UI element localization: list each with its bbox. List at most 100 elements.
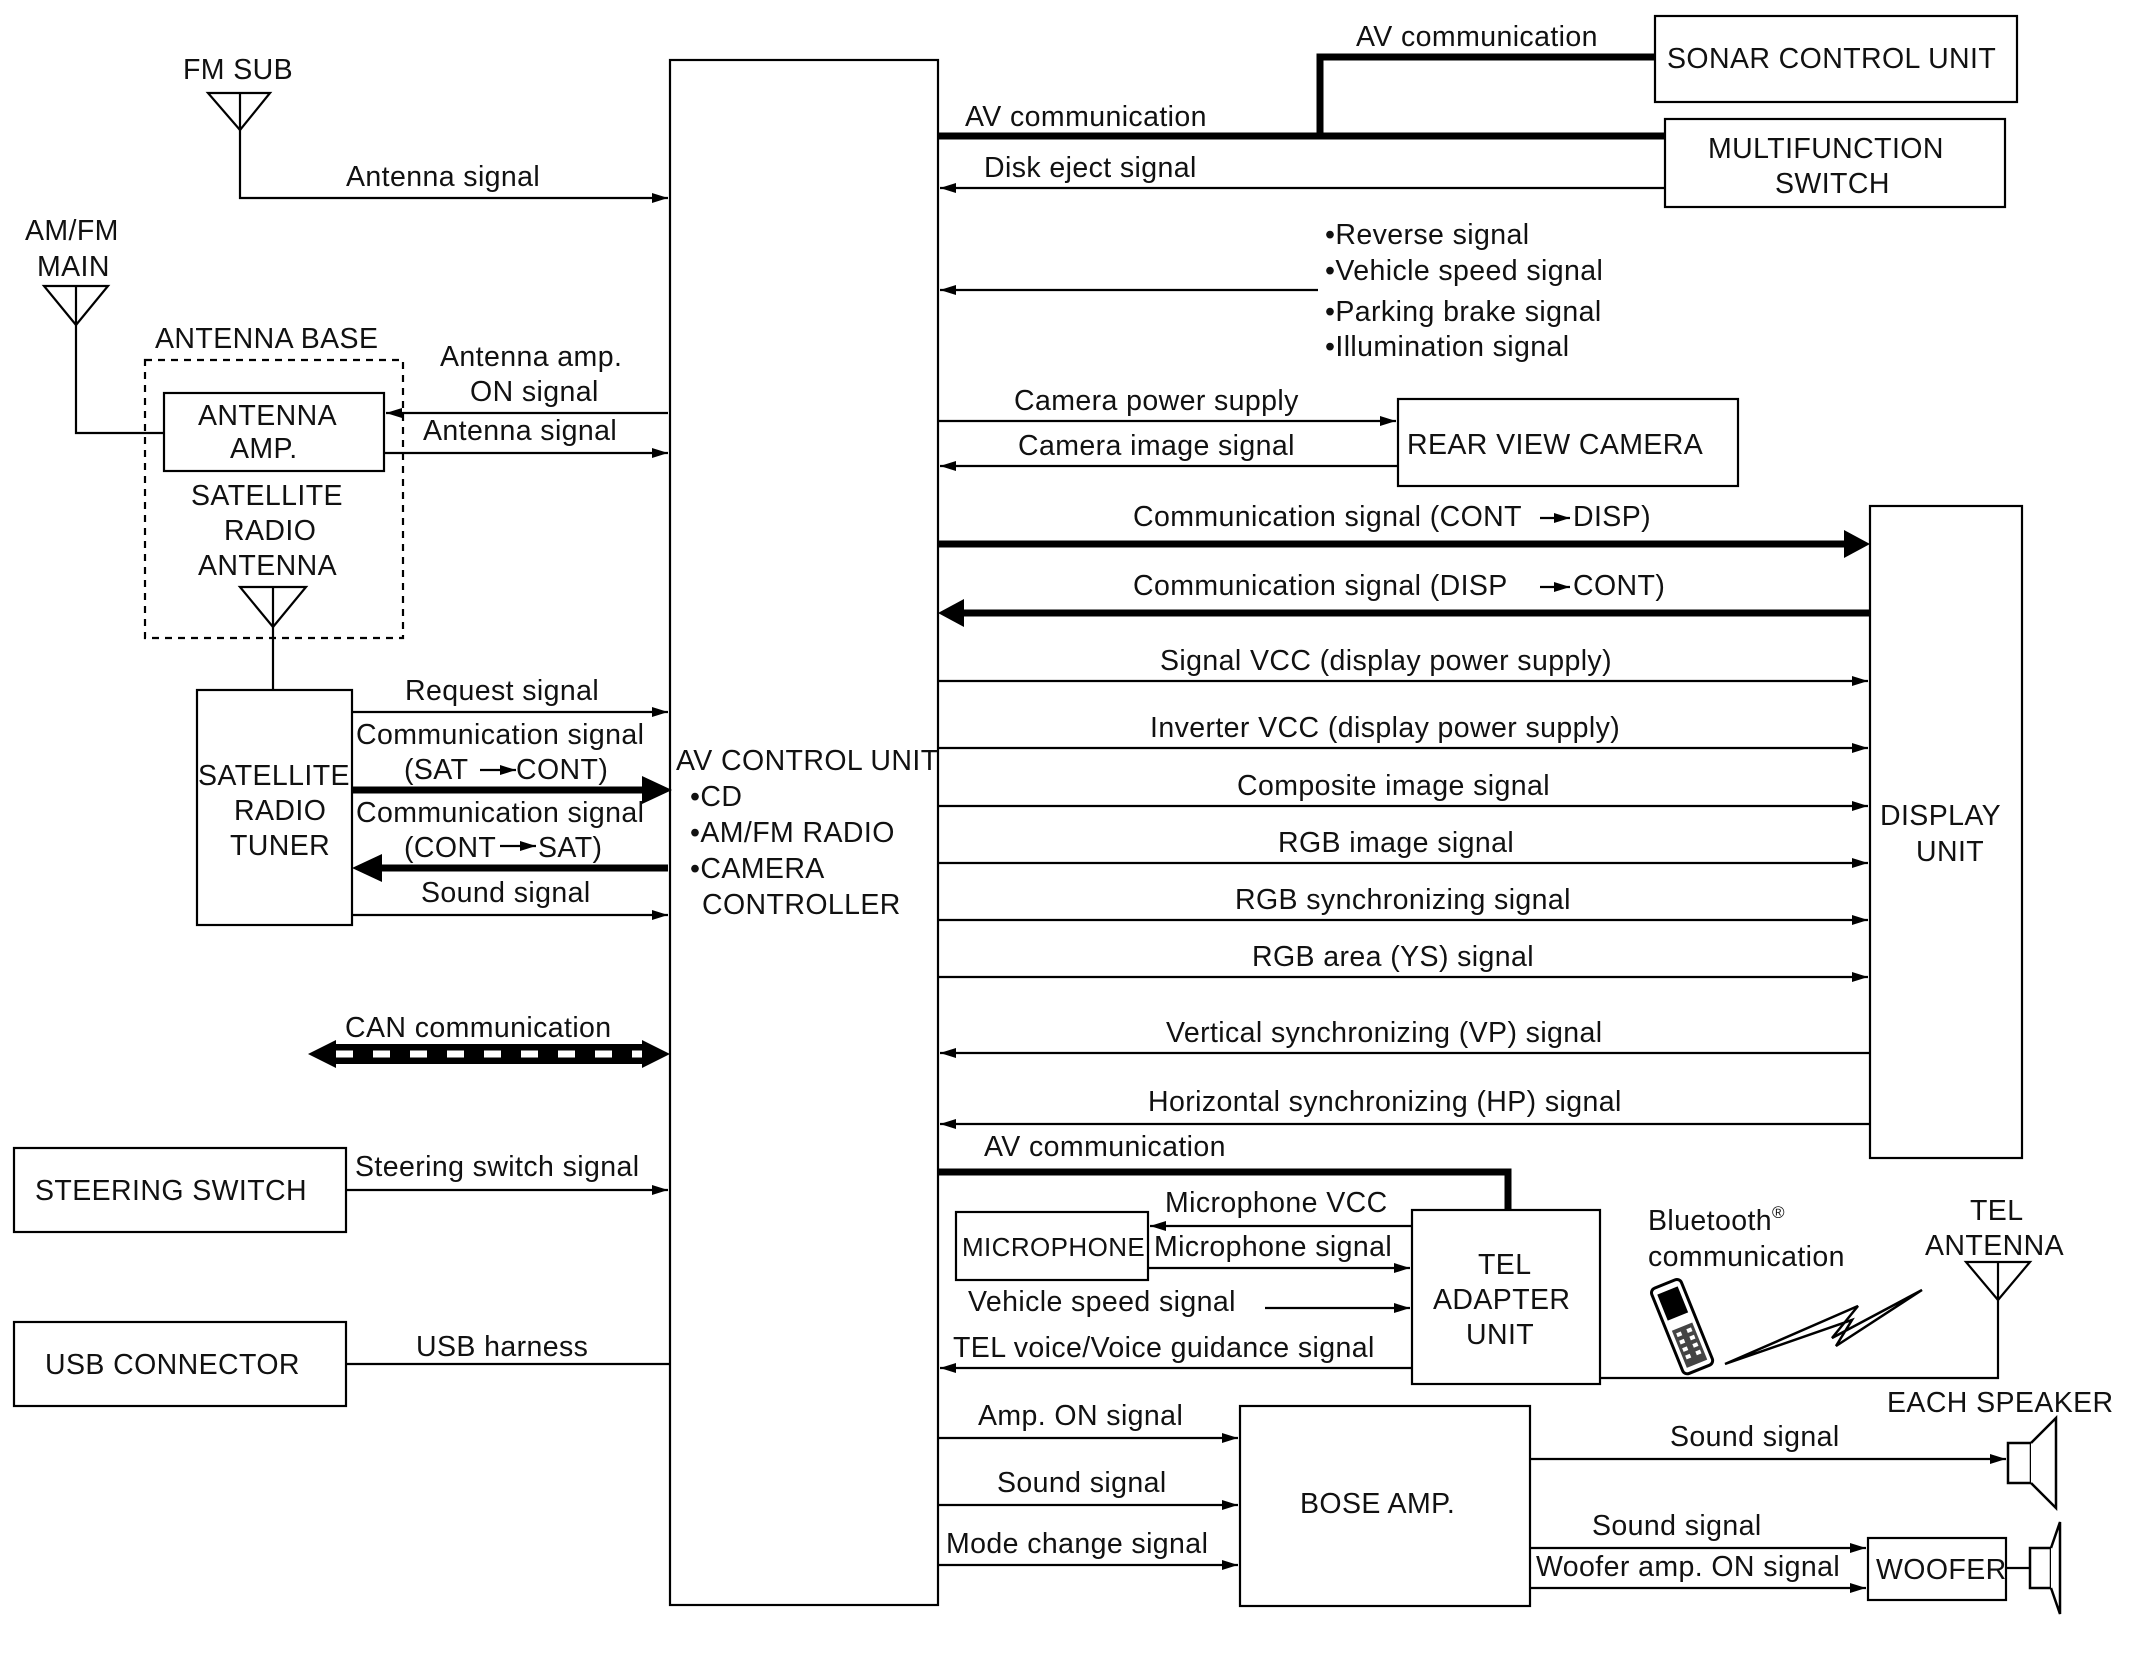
- sat-tuner-label-3: TUNER: [230, 830, 330, 862]
- request-signal-label: Request signal: [405, 675, 599, 707]
- antenna-signal-fm-label: Antenna signal: [346, 161, 540, 193]
- tel-adapter-label-2: ADAPTER: [1433, 1284, 1570, 1316]
- camera-power-label: Camera power supply: [1014, 385, 1299, 417]
- comm-sat-cont-label-2: (SAT: [404, 754, 468, 786]
- sat-tuner-label-1: SATELLITE: [198, 760, 350, 792]
- am-fm-main-label-2: MAIN: [37, 251, 110, 283]
- woofer-label: WOOFER: [1876, 1554, 2007, 1586]
- can-label: CAN communication: [345, 1012, 612, 1044]
- multifunction-switch-label-1: MULTIFUNCTION: [1708, 133, 1944, 165]
- antenna-amp-label-1: ANTENNA: [198, 400, 337, 432]
- sat-radio-antenna-label-3: ANTENNA: [198, 550, 337, 582]
- signal-vcc-label: Signal VCC (display power supply): [1160, 645, 1612, 677]
- mode-change-label: Mode change signal: [946, 1528, 1208, 1560]
- sound-bose-label: Sound signal: [997, 1467, 1167, 1499]
- sat-cont-arrowhead: [642, 776, 672, 804]
- av-control-unit-box: [668, 58, 940, 1607]
- disp-cont-arrowhead: [938, 599, 964, 627]
- steering-switch-label: STEERING SWITCH: [35, 1175, 307, 1207]
- amp-on-label: Amp. ON signal: [978, 1400, 1183, 1432]
- usb-connector-box: [12, 1320, 348, 1408]
- comm-cont-disp-label: Communication signal (CONT: [1133, 501, 1522, 533]
- speaker-icon: [2006, 1414, 2058, 1512]
- sound-woofer-label: Sound signal: [1592, 1510, 1762, 1542]
- satellite-radio-tuner-box: [195, 688, 354, 927]
- mic-signal-label: Microphone signal: [1154, 1231, 1392, 1263]
- fm-sub-antenna-icon: [205, 91, 273, 132]
- sat-radio-antenna-label-2: RADIO: [224, 515, 316, 547]
- bose-amp-label: BOSE AMP.: [1300, 1488, 1455, 1520]
- cont-sat-arrowhead: [352, 854, 382, 882]
- bose-amp-box: [1238, 1404, 1532, 1608]
- display-unit-label-2: UNIT: [1916, 836, 1984, 868]
- tel-adapter-label-1: TEL: [1478, 1249, 1531, 1281]
- tel-voice-label: TEL voice/Voice guidance signal: [953, 1332, 1375, 1364]
- antenna-amp-label-2: AMP.: [230, 433, 298, 465]
- tel-antenna-label-1: TEL: [1970, 1195, 2023, 1227]
- composite-image-label: Composite image signal: [1237, 770, 1550, 802]
- comm-cont-sat-label-3: SAT): [538, 832, 602, 864]
- microphone-label: MICROPHONE: [962, 1232, 1145, 1262]
- comm-disp-cont-label: Communication signal (DISP: [1133, 570, 1508, 602]
- vertical-sync-label: Vertical synchronizing (VP) signal: [1166, 1017, 1603, 1049]
- antenna-base-label: ANTENNA BASE: [155, 323, 378, 355]
- av-control-unit-item-camera: •CAMERA: [690, 853, 825, 885]
- cont-disp-arrowhead: [1844, 530, 1870, 558]
- tel-adapter-label-3: UNIT: [1466, 1319, 1534, 1351]
- sonar-control-unit-box: [1653, 14, 2019, 104]
- av-control-unit-title: AV CONTROL UNIT: [676, 745, 939, 777]
- av-control-unit-item-radio: •AM/FM RADIO: [690, 817, 895, 849]
- am-fm-main-antenna-icon: [41, 284, 111, 327]
- display-unit-box: [1868, 504, 2024, 1160]
- usb-connector-label: USB CONNECTOR: [45, 1349, 300, 1381]
- av-control-unit-item-controller: CONTROLLER: [702, 889, 901, 921]
- sat-radio-antenna-label-1: SATELLITE: [191, 480, 343, 512]
- am-fm-main-label-1: AM/FM: [25, 215, 119, 247]
- multifunction-switch-label-2: SWITCH: [1775, 168, 1890, 200]
- steering-signal-label: Steering switch signal: [355, 1151, 639, 1183]
- rgb-area-label: RGB area (YS) signal: [1252, 941, 1534, 973]
- bluetooth-label: Bluetooth®: [1648, 1203, 1785, 1237]
- satellite-radio-antenna-icon: [237, 585, 309, 629]
- tel-antenna-label-2: ANTENNA: [1925, 1230, 2064, 1262]
- sat-tuner-label-2: RADIO: [234, 795, 326, 827]
- comm-cont-disp-suffix: DISP): [1573, 501, 1651, 533]
- inverter-vcc-label: Inverter VCC (display power supply): [1150, 712, 1620, 744]
- vehicle-speed-signal-label: •Vehicle speed signal: [1325, 255, 1603, 287]
- rear-view-camera-box: [1396, 397, 1740, 488]
- av-comm-top-label: AV communication: [1356, 21, 1598, 53]
- comm-cont-sat-label-2: (CONT: [404, 832, 496, 864]
- sound-speaker-label: Sound signal: [1670, 1421, 1840, 1453]
- mobile-phone-icon: [1650, 1278, 1715, 1376]
- reverse-signal-label: •Reverse signal: [1325, 219, 1529, 251]
- av-comm-label: AV communication: [965, 101, 1207, 133]
- antenna-signal-amp-label: Antenna signal: [423, 415, 617, 447]
- bluetooth-communication-label: communication: [1648, 1241, 1845, 1273]
- camera-image-label: Camera image signal: [1018, 430, 1295, 462]
- woofer-speaker-icon: [2028, 1521, 2062, 1615]
- each-speaker-label: EACH SPEAKER: [1887, 1387, 2114, 1419]
- illumination-signal-label: •Illumination signal: [1325, 331, 1570, 363]
- tel-adapter-unit-box: [1410, 1208, 1602, 1386]
- comm-sat-cont-label-3: CONT): [516, 754, 608, 786]
- rgb-sync-label: RGB synchronizing signal: [1235, 884, 1571, 916]
- horizontal-sync-label: Horizontal synchronizing (HP) signal: [1148, 1086, 1622, 1118]
- steering-switch-box: [12, 1146, 348, 1234]
- rgb-image-label: RGB image signal: [1278, 827, 1514, 859]
- sound-sat-label: Sound signal: [421, 877, 591, 909]
- multifunction-switch-box: [1663, 117, 2007, 209]
- vehicle-speed-tel-label: Vehicle speed signal: [968, 1286, 1236, 1318]
- woofer-amp-on-label: Woofer amp. ON signal: [1536, 1551, 1840, 1583]
- disk-eject-label: Disk eject signal: [984, 152, 1197, 184]
- comm-disp-cont-suffix: CONT): [1573, 570, 1665, 602]
- mic-vcc-label: Microphone VCC: [1165, 1187, 1388, 1219]
- can-bus-line: [308, 1040, 670, 1068]
- usb-harness-label: USB harness: [416, 1331, 588, 1363]
- display-unit-label-1: DISPLAY: [1880, 800, 2001, 832]
- antenna-amp-box: [162, 391, 386, 473]
- antenna-amp-on-label-2: ON signal: [470, 376, 599, 408]
- wireless-signal-icon: [1724, 1288, 1923, 1366]
- fm-sub-label: FM SUB: [183, 54, 293, 86]
- av-comm-tel-label: AV communication: [984, 1131, 1226, 1163]
